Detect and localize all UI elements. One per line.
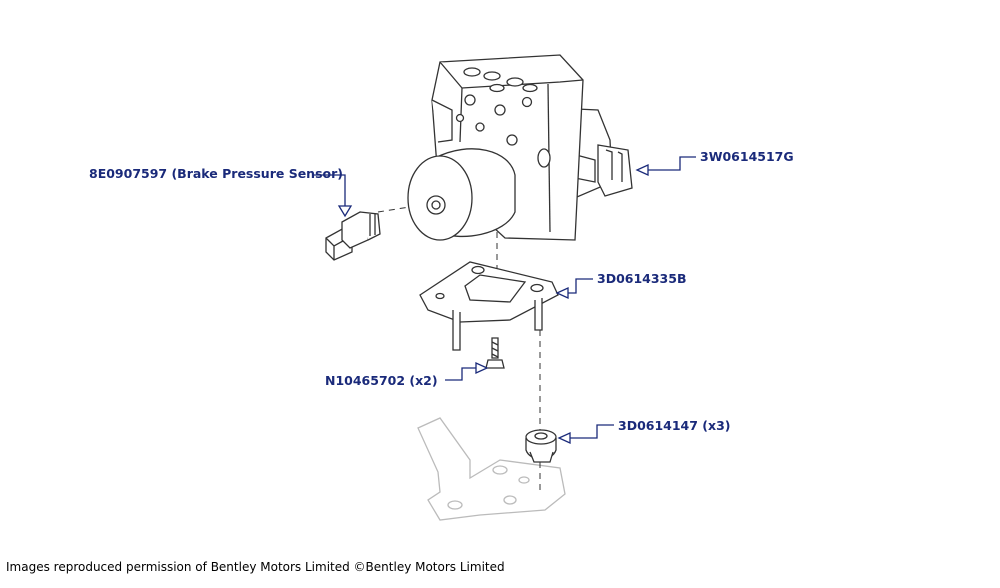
brake-pressure-sensor-part [325,211,381,261]
grommet-part [525,429,557,463]
abs-hydraulic-unit [407,54,633,241]
callout-brake-pressure-sensor[interactable]: 8E0907597 (Brake Pressure Sensor) [89,166,343,181]
callout-bolt[interactable]: N10465702 (x2) [325,373,438,388]
mounting-bracket-part [419,261,559,351]
bolt-part [485,337,505,369]
callout-leaders [312,156,696,439]
callout-arrowheads [337,163,649,445]
callout-grommet[interactable]: 3D0614147 (x3) [618,418,731,433]
image-credit: Images reproduced permission of Bentley … [6,560,505,574]
vehicle-mount-ghost [417,417,566,521]
callout-bracket[interactable]: 3D0614335B [597,271,687,286]
callout-connector[interactable]: 3W0614517G [700,149,794,164]
